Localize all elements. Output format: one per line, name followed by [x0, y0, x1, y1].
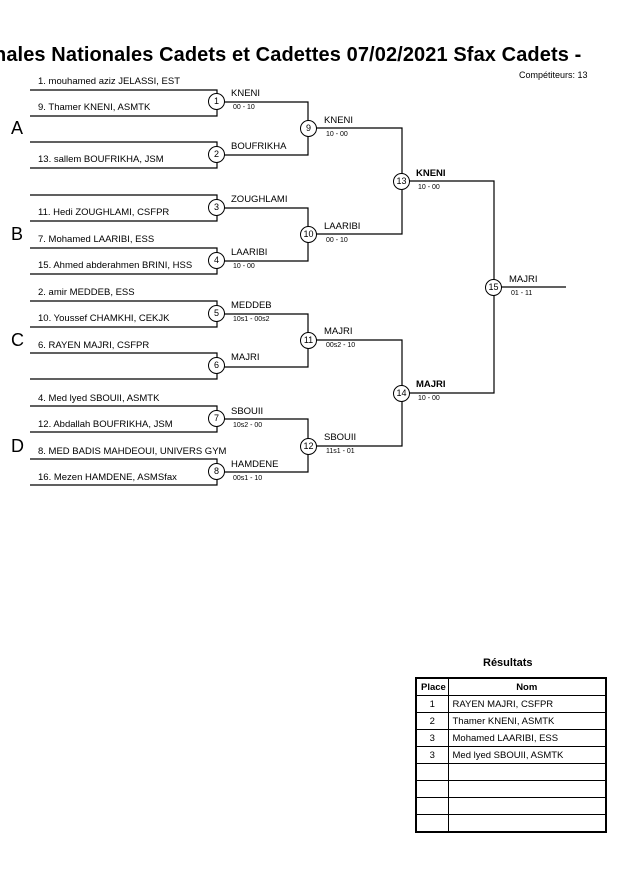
- match-winner: BOUFRIKHA: [231, 141, 287, 152]
- table-row: [415, 797, 607, 815]
- result-name: RAYEN MAJRI, CSFPR: [447, 695, 607, 713]
- match-number: 13: [393, 173, 410, 190]
- match-number: 3: [208, 199, 225, 216]
- match-score: 10 - 00: [326, 131, 348, 138]
- player-name: 11. Hedi ZOUGHLAMI, CSFPR: [38, 207, 170, 218]
- match-number: 12: [300, 438, 317, 455]
- pool-label-b: B: [11, 224, 24, 244]
- match-score: 10 - 00: [418, 184, 440, 191]
- pool-label-a: A: [11, 118, 24, 138]
- match-number: 5: [208, 305, 225, 322]
- match-score: 00 - 10: [233, 104, 255, 111]
- match-score: 11s1 - 01: [326, 448, 355, 455]
- result-place: [415, 797, 449, 815]
- match-score: 10 - 00: [418, 395, 440, 402]
- match-number: 9: [300, 120, 317, 137]
- table-row: [415, 763, 607, 781]
- result-place: 3: [415, 729, 449, 747]
- result-place: [415, 780, 449, 798]
- match-score: 10s1 - 00s2: [233, 316, 270, 323]
- result-place: [415, 814, 449, 833]
- match-winner: KNENI: [416, 168, 446, 179]
- result-place: 3: [415, 746, 449, 764]
- competitor-count: Compétiteurs: 13: [519, 70, 588, 80]
- player-name: 7. Mohamed LAARIBI, ESS: [38, 234, 155, 245]
- match-winner: SBOUII: [324, 432, 357, 443]
- match-number: 4: [208, 252, 225, 269]
- match-score: 01 - 11: [511, 290, 533, 297]
- match-winner: MAJRI: [509, 274, 538, 285]
- result-name: [447, 780, 607, 798]
- result-name: [447, 814, 607, 833]
- match-score: 10s2 - 00: [233, 422, 263, 429]
- match-number: 11: [300, 332, 317, 349]
- match-winner: KNENI: [231, 88, 261, 99]
- match-score: 00 - 10: [326, 237, 348, 244]
- result-name: Mohamed LAARIBI, ESS: [447, 729, 607, 747]
- match-number: 1: [208, 93, 225, 110]
- match-winner: HAMDENE: [231, 459, 279, 470]
- player-name: 10. Youssef CHAMKHI, CEKJK: [38, 313, 170, 324]
- match-score: 00s2 - 10: [326, 342, 356, 349]
- result-place: 1: [415, 695, 449, 713]
- match-number: 15: [485, 279, 502, 296]
- results-title: Résultats: [483, 657, 533, 669]
- result-name: Med lyed SBOUII, ASMTK: [447, 746, 607, 764]
- match-number: 14: [393, 385, 410, 402]
- match-number: 2: [208, 146, 225, 163]
- player-name: 16. Mezen HAMDENE, ASMSfax: [38, 472, 177, 483]
- result-name: [447, 763, 607, 781]
- player-name: 9. Thamer KNENI, ASMTK: [38, 102, 151, 113]
- match-number: 10: [300, 226, 317, 243]
- match-winner: MAJRI: [416, 379, 446, 390]
- result-name: [447, 797, 607, 815]
- player-name: 12. Abdallah BOUFRIKHA, JSM: [38, 419, 173, 430]
- player-name: 4. Med lyed SBOUII, ASMTK: [38, 393, 160, 404]
- match-winner: MAJRI: [324, 326, 353, 337]
- match-winner: MAJRI: [231, 352, 260, 363]
- result-place: [415, 763, 449, 781]
- page-title: nales Nationales Cadets et Cadettes 07/0…: [0, 44, 582, 66]
- player-name: 1. mouhamed aziz JELASSI, EST: [38, 76, 181, 87]
- results-header-place: Place: [415, 677, 449, 696]
- match-winner: LAARIBI: [324, 221, 361, 232]
- match-score: 10 - 00: [233, 263, 255, 270]
- match-number: 8: [208, 463, 225, 480]
- player-name: 8. MED BADIS MAHDEOUI, UNIVERS GYM: [38, 446, 227, 457]
- table-row: [415, 814, 607, 833]
- match-winner: LAARIBI: [231, 247, 268, 258]
- match-number: 6: [208, 357, 225, 374]
- pool-label-c: C: [11, 330, 24, 350]
- match-number: 7: [208, 410, 225, 427]
- match-winner: MEDDEB: [231, 300, 272, 311]
- match-winner: SBOUII: [231, 406, 264, 417]
- result-place: 2: [415, 712, 449, 730]
- results-header-name: Nom: [447, 677, 607, 696]
- match-winner: KNENI: [324, 115, 354, 126]
- player-name: 2. amir MEDDEB, ESS: [38, 287, 135, 298]
- result-name: Thamer KNENI, ASMTK: [447, 712, 607, 730]
- match-winner: ZOUGHLAMI: [231, 194, 288, 205]
- table-row: [415, 780, 607, 798]
- player-name: 13. sallem BOUFRIKHA, JSM: [38, 154, 164, 165]
- match-score: 00s1 - 10: [233, 475, 263, 482]
- pool-label-d: D: [11, 436, 24, 456]
- player-name: 6. RAYEN MAJRI, CSFPR: [38, 340, 150, 351]
- player-name: 15. Ahmed abderahmen BRINI, HSS: [38, 260, 193, 271]
